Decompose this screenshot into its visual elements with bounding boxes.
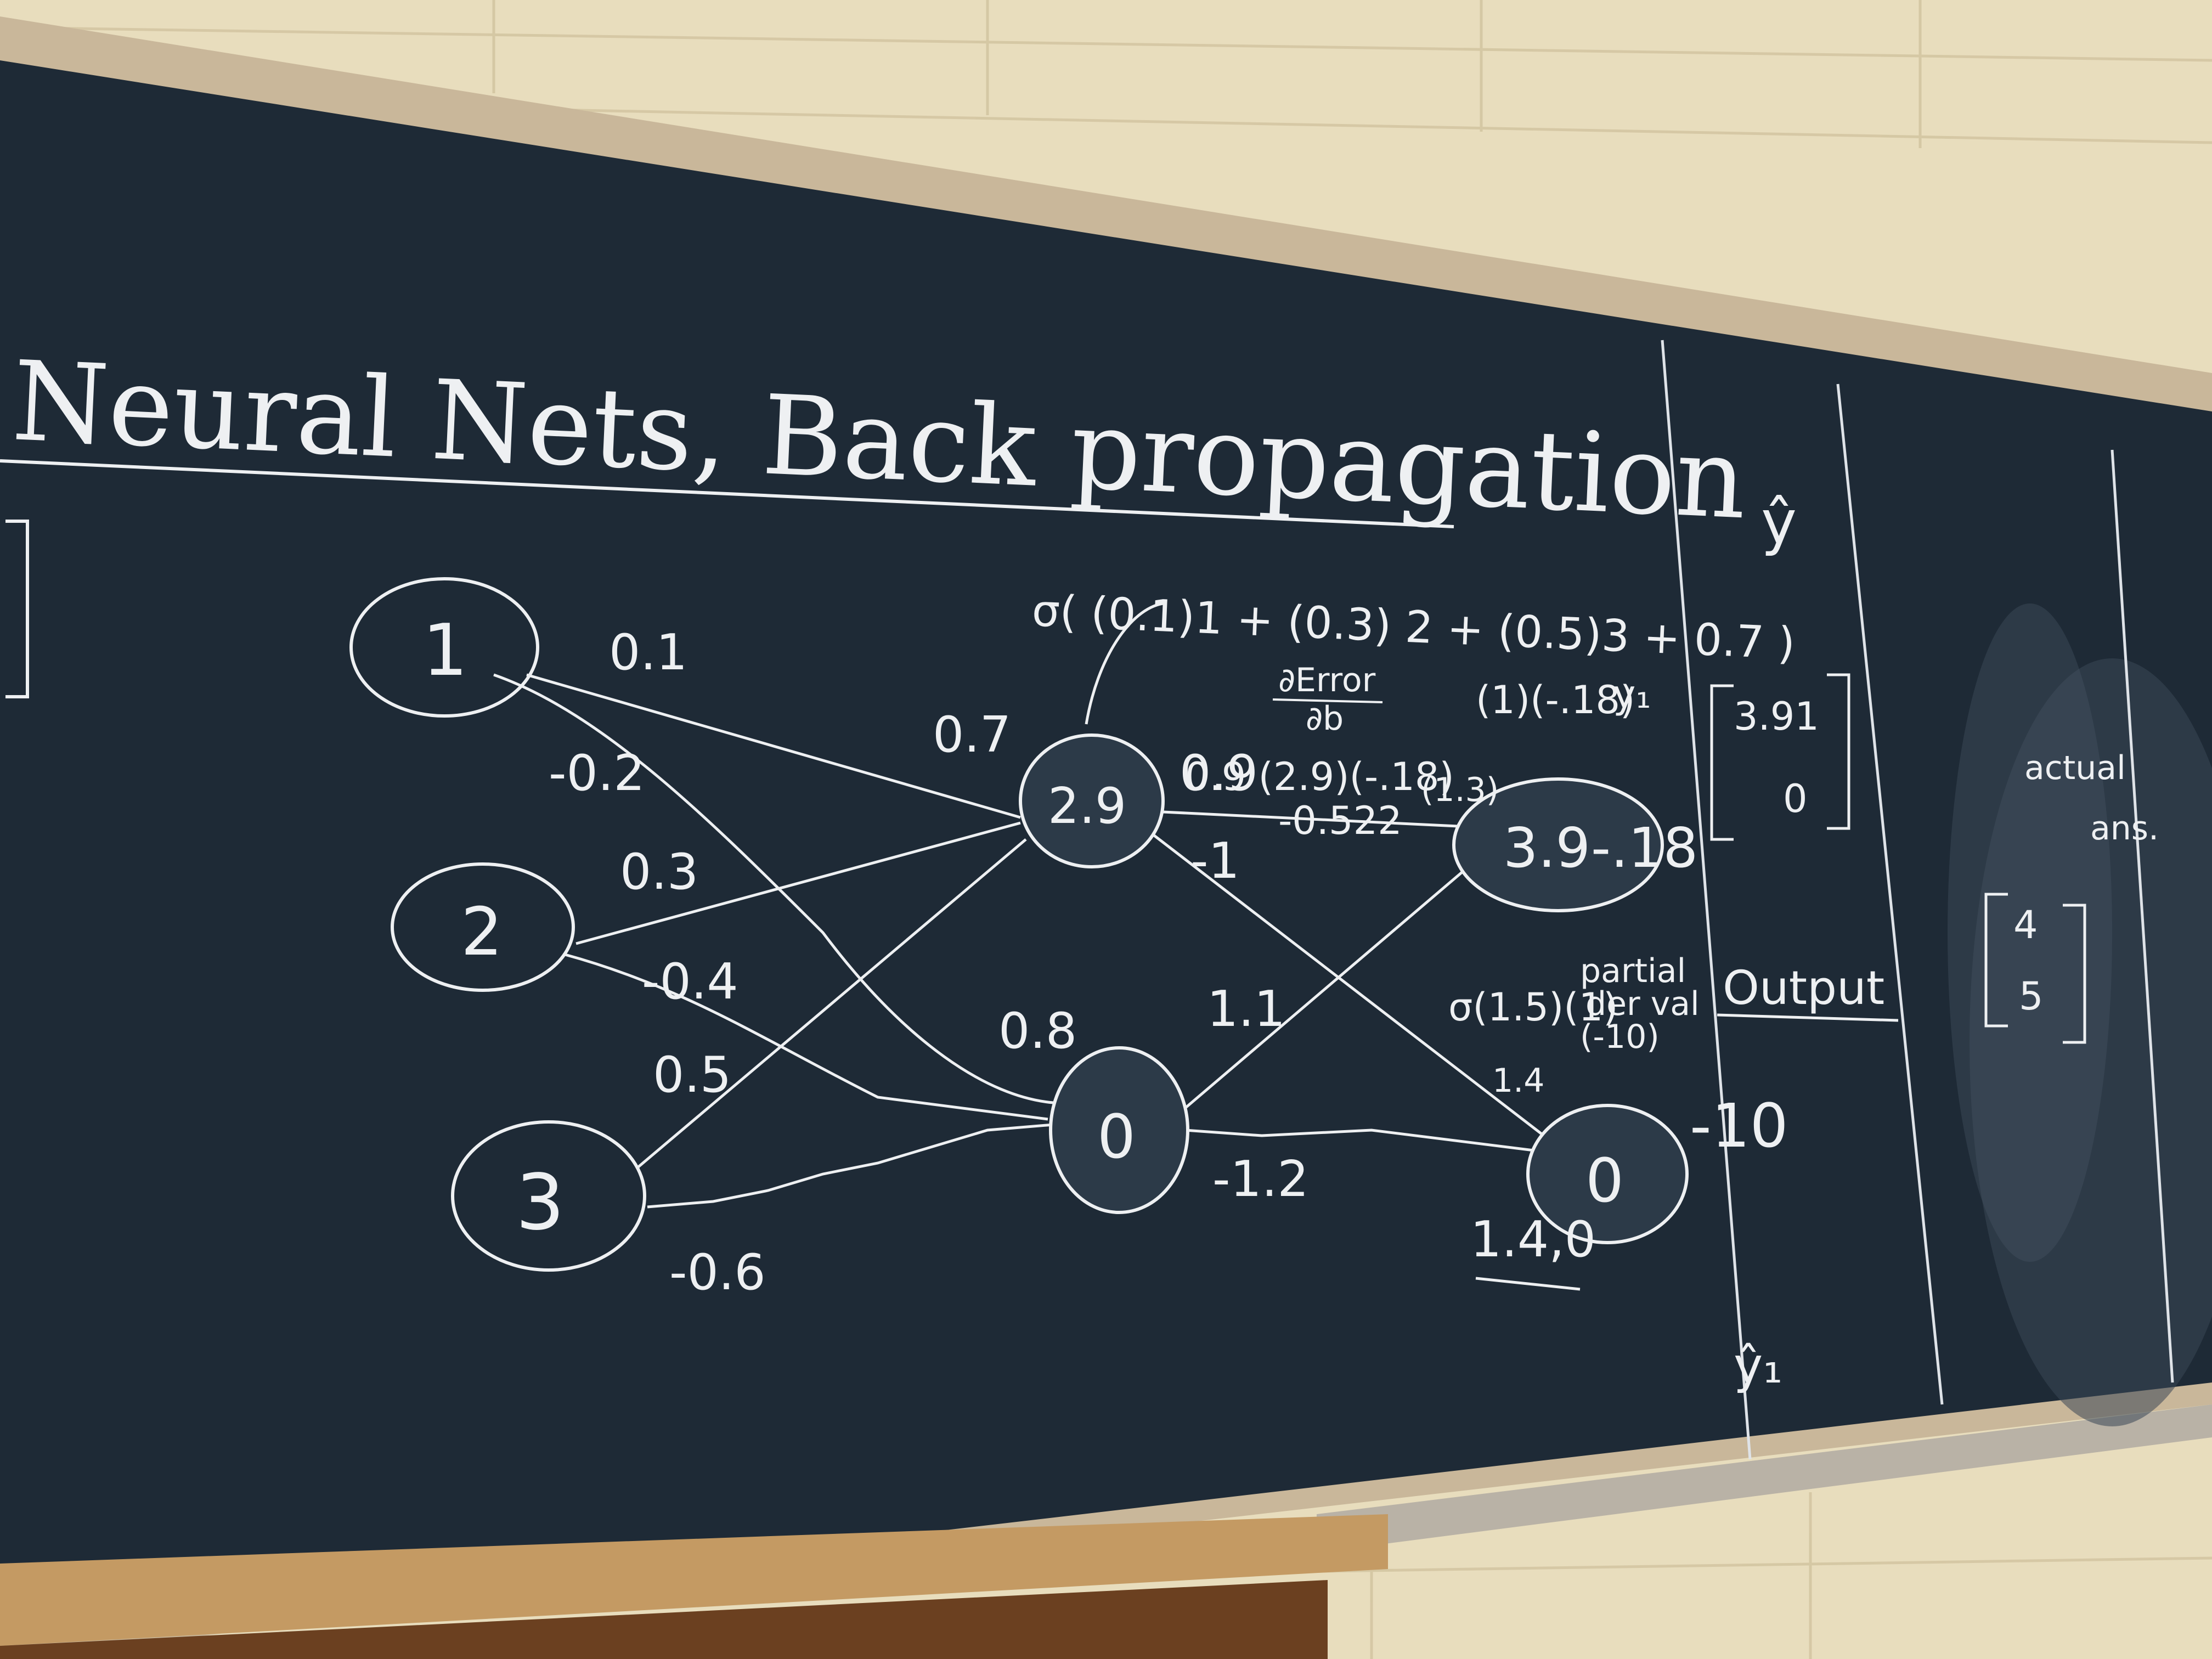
panel-divider bbox=[1836, 383, 1944, 1405]
weight-w2: -0.2 bbox=[549, 744, 645, 802]
panel-divider bbox=[1661, 340, 1752, 1460]
weight-w1: 0.1 bbox=[609, 624, 687, 681]
input-node-1-label: 1 bbox=[422, 608, 468, 692]
output-node-2-value: 0 bbox=[1585, 1146, 1624, 1216]
actual-value-1: 4 bbox=[2013, 902, 2038, 947]
weight-w4: -0.4 bbox=[642, 953, 738, 1011]
vector-pred-1: 3.91 bbox=[1734, 694, 1819, 739]
hidden-node-1: 2.9 bbox=[1019, 733, 1165, 868]
partial-term2: 0.9 (2.9)(-.18) bbox=[1185, 754, 1454, 799]
title-underline bbox=[0, 459, 1454, 528]
lectern-top bbox=[0, 1514, 1388, 1646]
partial-term1: (1)(-.18) bbox=[1476, 678, 1635, 723]
lectern-body bbox=[0, 1580, 1328, 1659]
input-node-3-label: 3 bbox=[516, 1158, 565, 1248]
weight-h2-o1: 1.1 bbox=[1207, 980, 1285, 1038]
output-node-1: 3.9 -.18 bbox=[1452, 777, 1698, 912]
chalk-tray bbox=[1317, 1404, 2212, 1553]
partial-numerator: ∂Error bbox=[1278, 661, 1376, 699]
yhat-top: ŷ bbox=[1761, 487, 1797, 557]
partial-term3: (1.3) bbox=[1421, 771, 1499, 809]
weight-w3: 0.3 bbox=[620, 843, 698, 901]
output-node-2: 0 bbox=[1526, 1104, 1689, 1244]
sigma-term: σ(1.5)(1) bbox=[1448, 985, 1618, 1030]
bias-h1: 0.7 bbox=[933, 706, 1011, 764]
hidden-node-2: 0 bbox=[1049, 1046, 1189, 1214]
actual-label-2: ans. bbox=[2090, 809, 2159, 848]
weight-w5: 0.5 bbox=[653, 1046, 731, 1104]
weight-w6: -0.6 bbox=[669, 1244, 766, 1301]
big-140: 1.4,0 bbox=[1470, 1211, 1596, 1268]
partial-label-1: partial bbox=[1580, 952, 1686, 990]
actual-value-2: 5 bbox=[2019, 974, 2044, 1019]
partial-label-2: der val bbox=[1585, 985, 1700, 1023]
actual-label-1: actual bbox=[2024, 749, 2126, 787]
small-14: 1.4 bbox=[1492, 1062, 1544, 1100]
weight-h1-o1: 0.9 bbox=[1180, 744, 1258, 802]
y1-label: y₁ bbox=[1613, 672, 1651, 717]
partial-denominator: ∂b bbox=[1306, 699, 1344, 738]
input-node-3: 3 bbox=[451, 1120, 646, 1272]
hidden-node-1-value: 2.9 bbox=[1048, 777, 1126, 835]
input-node-1: 1 bbox=[349, 577, 539, 718]
output-label: Output bbox=[1723, 961, 1884, 1015]
yhat1-bottom: ŷ₁ bbox=[1734, 1337, 1782, 1395]
panel-divider bbox=[2111, 449, 2174, 1383]
output-node-1-value: 3.9 bbox=[1503, 816, 1590, 880]
partial-result: -0.522 bbox=[1278, 798, 1402, 843]
vector-pred-2: 0 bbox=[1783, 776, 1808, 821]
weight-h1-o2: -1 bbox=[1190, 832, 1240, 890]
weight-h2-o2: -1.2 bbox=[1212, 1150, 1309, 1208]
neg10-parenthetical: (-10) bbox=[1580, 1018, 1660, 1056]
output-node-1-extra: -.18 bbox=[1591, 816, 1698, 880]
input-node-2-label: 2 bbox=[461, 894, 503, 970]
hidden-node-2-value: 0 bbox=[1097, 1102, 1136, 1172]
input-node-2: 2 bbox=[391, 862, 575, 992]
neg10-label: -10 bbox=[1690, 1091, 1788, 1161]
bias-h2: 0.8 bbox=[998, 1002, 1077, 1060]
